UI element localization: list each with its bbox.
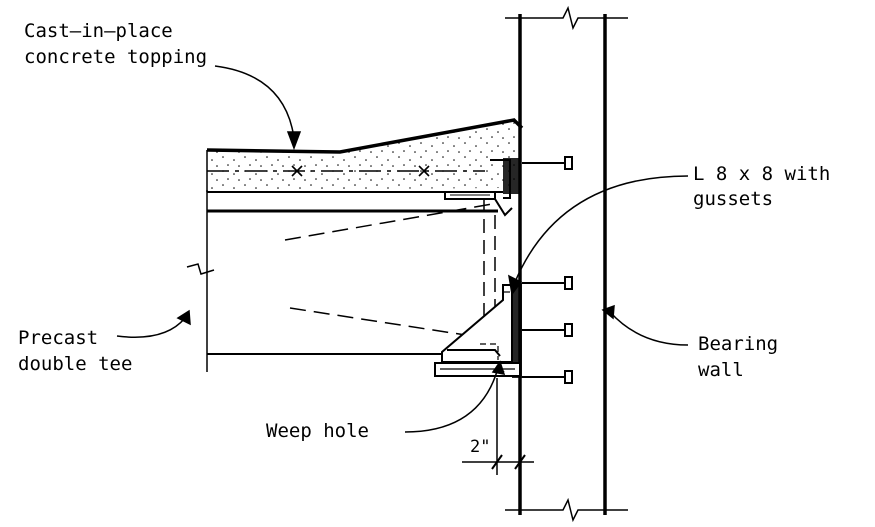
- stem-hidden-upper: [284, 202, 499, 241]
- embed-plate: [512, 283, 522, 378]
- anchor-bolts: [522, 156, 573, 384]
- dimension-label: 2": [470, 437, 491, 457]
- anchor-bolt-3: [522, 323, 573, 337]
- weep-hole-label: Weep hole: [266, 420, 369, 442]
- bottom-break-line: [505, 497, 628, 523]
- precast-leader: [116, 317, 186, 338]
- angle-leader: [514, 175, 689, 283]
- angle-label-line2: gussets: [693, 188, 774, 210]
- precast-label-line2: double tee: [18, 353, 133, 375]
- anchor-bolt-2: [522, 276, 573, 290]
- left-break-mark: [186, 263, 215, 275]
- angle-label-line1: L 8 x 8 with: [693, 163, 831, 185]
- topping-label-line1: Cast—in—place: [24, 20, 173, 42]
- top-angle: [444, 158, 521, 217]
- wall-label-line2: wall: [698, 359, 744, 381]
- concrete-topping: [206, 118, 524, 192]
- double-tee: [186, 190, 503, 372]
- anchor-bolt-1: [522, 156, 573, 170]
- wall-leader: [609, 311, 689, 346]
- mesh-mark-1: [291, 165, 303, 177]
- anchor-bolt-4: [522, 370, 573, 384]
- topping-leader: [214, 65, 295, 139]
- leader-lines: [116, 65, 689, 433]
- mesh-mark-2: [418, 165, 430, 177]
- bearing-angle-with-gussets: [434, 283, 522, 378]
- top-break-line: [505, 5, 628, 31]
- weep-leader: [404, 367, 499, 433]
- wall-label-line1: Bearing: [698, 333, 779, 355]
- bearing-wall: [505, 5, 628, 523]
- topping-label-line2: concrete topping: [24, 46, 208, 68]
- precast-label-line1: Precast: [18, 327, 99, 349]
- dimension-2in: [462, 378, 534, 475]
